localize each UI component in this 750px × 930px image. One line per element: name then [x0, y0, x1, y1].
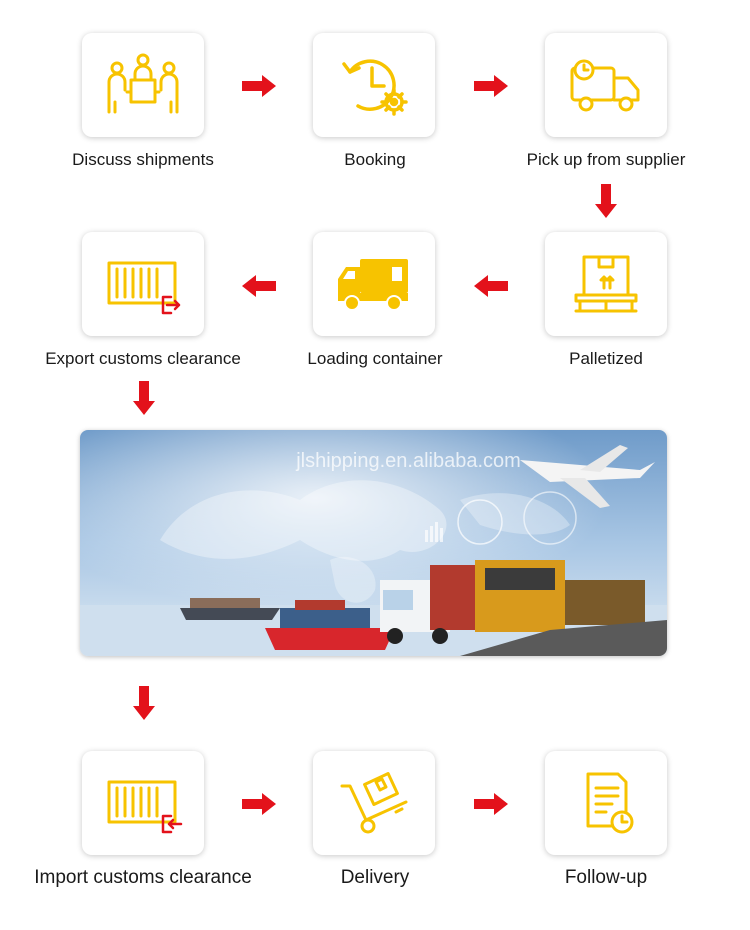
arrow-right-icon: [474, 793, 508, 815]
arrow-left-icon: [242, 275, 276, 297]
step-card-booking: [313, 33, 435, 137]
step-card-palletized: [545, 232, 667, 336]
arrow-down-icon: [133, 381, 155, 415]
step-card-discuss-shipments: [82, 33, 204, 137]
step-label: Pick up from supplier: [526, 150, 686, 169]
step-card-import-customs: [82, 751, 204, 855]
logistics-banner-image: jlshipping.en.alibaba.com: [80, 430, 667, 656]
delivery-truck-icon: [570, 59, 640, 112]
container-import-icon: [107, 780, 183, 834]
meeting-icon: [107, 53, 179, 114]
step-label: Delivery: [340, 867, 410, 888]
step-label: Export customs clearance: [45, 349, 241, 368]
step-card-delivery: [313, 751, 435, 855]
document-clock-icon: [586, 772, 634, 834]
arrow-right-icon: [474, 75, 508, 97]
pallet-box-icon: [574, 255, 638, 313]
arrow-down-icon: [595, 184, 617, 218]
container-truck-icon: [338, 259, 408, 311]
arrow-right-icon: [242, 793, 276, 815]
step-card-loading-container: [313, 232, 435, 336]
step-label: Booking: [344, 150, 406, 169]
step-card-export-customs: [82, 232, 204, 336]
step-label: Follow-up: [564, 867, 648, 888]
hand-trolley-icon: [340, 772, 408, 834]
step-card-pick-up: [545, 33, 667, 137]
container-export-icon: [107, 261, 181, 315]
arrow-down-icon: [133, 686, 155, 720]
step-label: Discuss shipments: [72, 150, 214, 169]
clock-gear-icon: [342, 59, 408, 116]
banner-watermark: jlshipping.en.alibaba.com: [296, 450, 521, 472]
step-label: Loading container: [307, 349, 443, 368]
step-card-follow-up: [545, 751, 667, 855]
step-label: Palletized: [569, 349, 643, 368]
arrow-right-icon: [242, 75, 276, 97]
arrow-left-icon: [474, 275, 508, 297]
step-label: Import customs clearance: [34, 867, 252, 888]
